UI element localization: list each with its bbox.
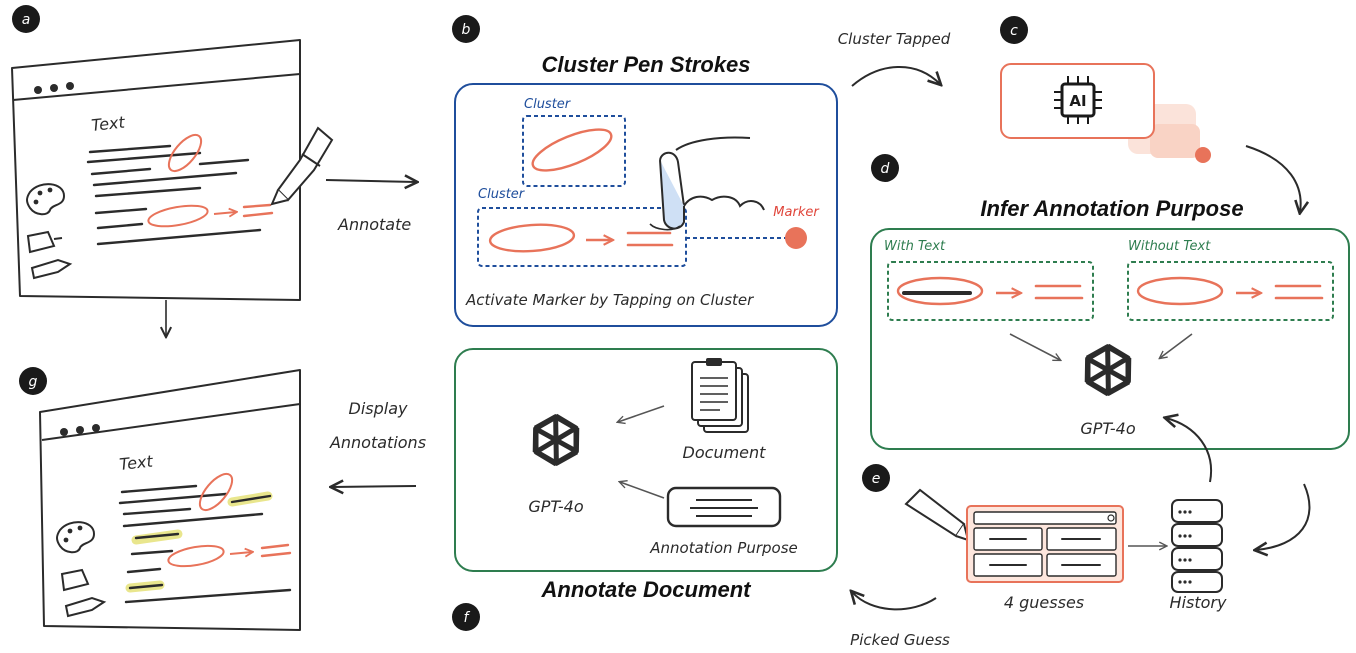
doc-heading: Text [90, 113, 126, 135]
history-to-model-arrow [1166, 418, 1213, 483]
annotate-arrow: Annotate [325, 180, 416, 234]
svg-text:f: f [464, 610, 471, 626]
badge-a: a [12, 5, 40, 33]
annotate-model-label: GPT-4o [528, 497, 583, 516]
svg-text:g: g [29, 374, 38, 390]
infer-panel: Infer Annotation Purpose With Text Witho… [870, 196, 1350, 450]
document-window-a: Text [11, 39, 334, 301]
document-icon [691, 358, 749, 433]
pen-tool-icon-g [64, 596, 107, 618]
purpose-card-icon [666, 486, 782, 528]
cluster-tapped-label: Cluster Tapped [838, 30, 951, 48]
history-label: History [1170, 593, 1227, 612]
pen-icon [904, 488, 970, 542]
highlighter-icon-g [60, 568, 90, 592]
database-icon [1171, 499, 1223, 593]
annotate-panel-title: Annotate Document [541, 577, 753, 602]
svg-text:b: b [462, 22, 471, 38]
purpose-label: Annotation Purpose [649, 539, 798, 557]
svg-text:a: a [22, 12, 31, 28]
badge-f: f [452, 603, 480, 631]
palette-icon [26, 183, 66, 216]
badge-e: e [862, 464, 890, 492]
cluster-panel-title: Cluster Pen Strokes [541, 52, 750, 77]
svg-text:d: d [881, 161, 890, 177]
document-label: Document [683, 443, 767, 462]
guesses-label: 4 guesses [1004, 593, 1084, 612]
tapping-hand-icon [649, 136, 765, 231]
annotate-panel: Annotate Document GPT-4o Document Annota… [454, 348, 838, 602]
palette-icon-g [56, 521, 96, 554]
infer-panel-title: Infer Annotation Purpose [980, 196, 1243, 221]
with-text-label: With Text [884, 239, 946, 254]
svg-text:e: e [872, 471, 881, 487]
infer-to-history-arrow [1256, 483, 1311, 550]
ai-chip-label: AI [1069, 92, 1086, 110]
svg-text:c: c [1010, 23, 1018, 39]
cluster-panel: Cluster Pen Strokes Cluster Cluster Mark… [454, 52, 838, 327]
display-label-1: Display [349, 399, 409, 418]
ai-chip-panel: AI [1000, 63, 1301, 212]
document-window-g: Text [39, 369, 301, 631]
display-arrow: Display Annotations [329, 399, 426, 487]
cluster-label-2: Cluster [478, 187, 526, 202]
display-label-2: Annotations [329, 433, 426, 452]
cluster-caption: Activate Marker by Tapping on Cluster [465, 291, 754, 309]
cluster-label-1: Cluster [524, 97, 572, 112]
highlighter-icon [26, 230, 63, 254]
annotate-label: Annotate [337, 215, 411, 234]
ai-chip-icon: AI [1054, 76, 1102, 124]
pen-tool-icon [30, 258, 73, 280]
picked-guess-arrow: Picked Guess [850, 592, 950, 649]
picked-guess-label: Picked Guess [850, 631, 950, 649]
infer-model-label: GPT-4o [1080, 419, 1135, 438]
badge-g: g [19, 367, 47, 395]
guesses-panel: 4 guesses History [904, 488, 1227, 612]
stylus-icon [270, 126, 334, 206]
badge-b: b [452, 15, 480, 43]
doc-heading-g: Text [118, 452, 154, 474]
cluster-tapped-arrow: Cluster Tapped [838, 30, 951, 86]
marker-label: Marker [773, 205, 820, 220]
without-text-label: Without Text [1128, 239, 1211, 254]
badge-c: c [1000, 16, 1028, 44]
badge-d: d [871, 154, 899, 182]
